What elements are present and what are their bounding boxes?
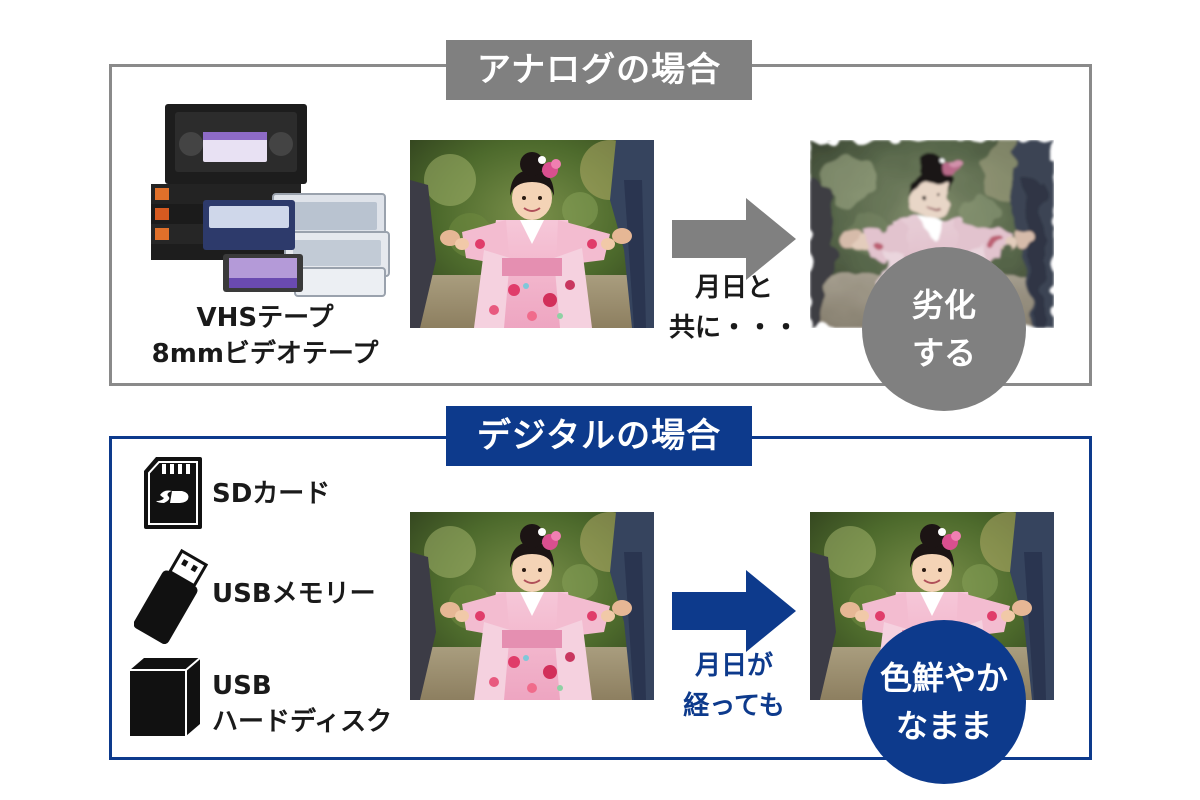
sd-card-label: SDカード	[212, 476, 330, 512]
analog-caption-line-2: 共に・・・	[668, 313, 799, 343]
video-tapes-icon	[145, 102, 395, 300]
digital-caption-line-1: 月日が	[694, 651, 773, 681]
hard-disk-icon	[130, 657, 201, 736]
analog-badge-line-2: する	[911, 334, 976, 372]
usb-memory-label: USBメモリー	[212, 576, 376, 612]
analog-media-caption: VHSテープ 8mmビデオテープ	[140, 300, 390, 372]
digital-badge: 色鮮やか なまま	[862, 620, 1026, 784]
hard-disk-label-line-2: ハードディスク	[212, 707, 393, 737]
digital-caption-line-2: 経っても	[683, 691, 785, 721]
hard-disk-label: USB ハードディスク	[212, 668, 392, 740]
media-caption-line-vhs: VHSテープ	[196, 303, 334, 333]
analog-arrow-caption: 月日と 共に・・・	[668, 268, 800, 348]
usb-memory-label-line: USBメモリー	[212, 579, 376, 609]
media-caption-line-8mm: 8mmビデオテープ	[151, 339, 379, 369]
sd-card-label-line: SDカード	[212, 479, 331, 509]
digital-badge-line-2: なまま	[895, 707, 992, 745]
digital-badge-line-1: 色鮮やか	[879, 659, 1008, 697]
hard-disk-label-line-1: USB	[212, 671, 272, 701]
analog-arrow-icon	[672, 198, 796, 280]
digital-arrow-icon	[672, 570, 796, 652]
digital-header: デジタルの場合	[446, 406, 752, 466]
analog-badge: 劣化 する	[862, 247, 1026, 411]
usb-memory-icon	[134, 548, 209, 644]
sd-card-icon	[144, 457, 202, 529]
analog-caption-line-1: 月日と	[694, 273, 773, 303]
digital-arrow-caption: 月日が 経っても	[668, 646, 800, 726]
digital-photo-original	[410, 512, 654, 700]
analog-header: アナログの場合	[446, 40, 752, 100]
analog-photo-original	[410, 140, 654, 328]
analog-badge-line-1: 劣化	[911, 286, 976, 324]
